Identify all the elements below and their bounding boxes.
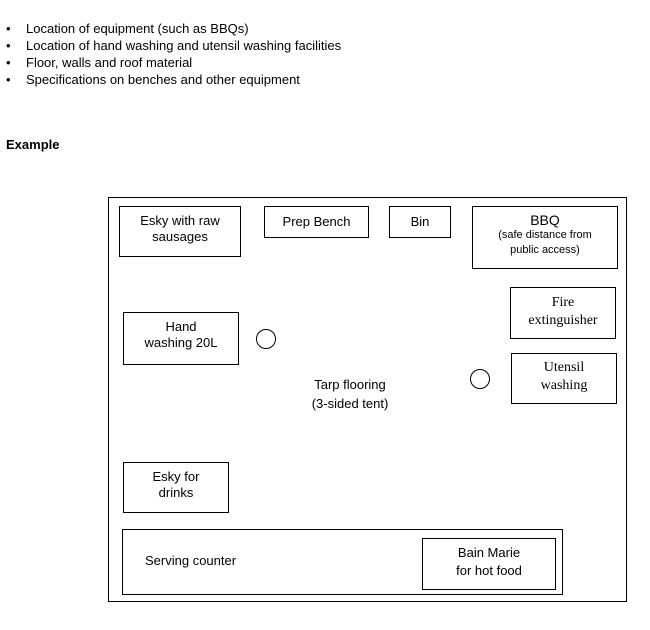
hand-washing-box: Hand washing 20L [123, 312, 239, 365]
list-item: •Floor, walls and roof material [6, 55, 193, 70]
prep-bench-box: Prep Bench [264, 206, 369, 238]
esky-drinks-box: Esky for drinks [123, 462, 229, 513]
fire-extinguisher-box: Fire extinguisher [510, 287, 616, 339]
bullet-icon: • [6, 72, 11, 87]
bullet-icon: • [6, 55, 11, 70]
tarp-flooring-label: Tarp flooring (3-sided tent) [311, 377, 389, 411]
example-heading: Example [6, 137, 60, 152]
stall-floor-plan: Esky with raw sausages Prep Bench Bin BB… [108, 197, 627, 602]
esky-raw-sausages-box: Esky with raw sausages [119, 206, 241, 257]
bullet-icon: • [6, 21, 11, 36]
list-item: •Specifications on benches and other equ… [6, 72, 300, 87]
bullet-icon: • [6, 38, 11, 53]
bin-box: Bin [389, 206, 451, 238]
hand-washing-circle-icon [256, 329, 276, 349]
bbq-box: BBQ (safe distance from public access) [472, 206, 618, 269]
bain-marie-box: Bain Marie for hot food [422, 538, 556, 590]
utensil-washing-circle-icon [470, 369, 490, 389]
serving-counter-box: Serving counter Bain Marie for hot food [122, 529, 563, 595]
utensil-washing-box: Utensil washing [511, 353, 617, 404]
serving-counter-label: Serving counter [145, 553, 237, 568]
list-item: •Location of equipment (such as BBQs) [6, 21, 249, 36]
list-item: •Location of hand washing and utensil wa… [6, 38, 342, 53]
requirements-list: •Location of equipment (such as BBQs) •L… [6, 20, 341, 88]
